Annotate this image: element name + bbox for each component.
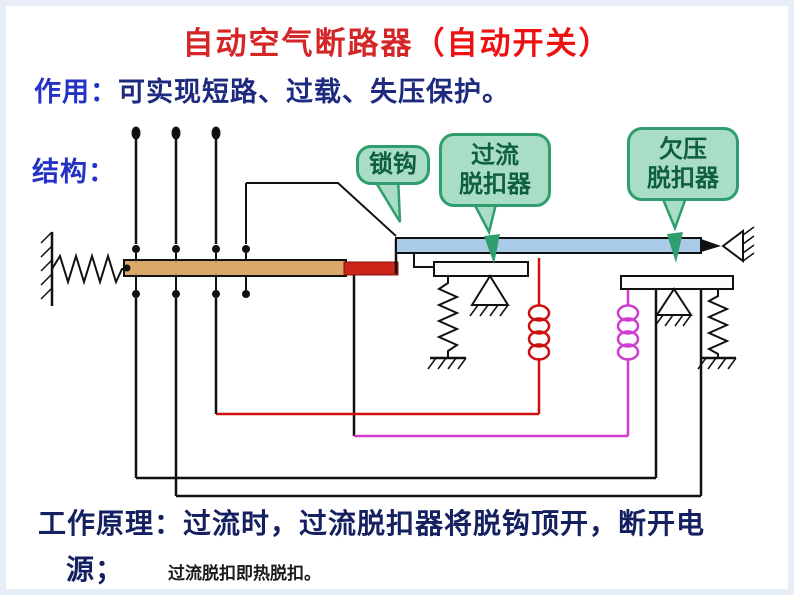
wiring-black: [136, 275, 703, 498]
overcurrent-label-line1: 过流: [471, 141, 519, 169]
trip-bar: [395, 237, 721, 268]
return-spring: [51, 252, 126, 286]
overcurrent-coil: [527, 304, 551, 361]
overcurrent-spring: [436, 276, 460, 357]
undervoltage-label-line1: 欠压: [659, 135, 707, 163]
structure-label: 结构：: [32, 157, 116, 187]
working-principle: 工作原理：过流时，过流脱扣器将脱钩顶开，断开电 源； 过流脱扣即热脱扣。: [38, 502, 778, 588]
principle-line1: 工作原理：过流时，过流脱扣器将脱钩顶开，断开电: [38, 508, 706, 539]
undervoltage-arrow-icon: [667, 232, 683, 263]
callout-undervoltage-release: 欠压 脱扣器: [627, 127, 739, 201]
title-main: 自动空气断路器: [182, 26, 414, 61]
overcurrent-label-line2: 脱扣器: [459, 171, 531, 198]
wiring-undervoltage-coil: [354, 290, 630, 438]
wiring-overcurrent-coil: [216, 258, 541, 416]
lock-hook-label: 锁钩: [369, 151, 417, 179]
left-wall: [40, 231, 54, 306]
principle-note: 过流脱扣即热脱扣。: [168, 564, 322, 583]
latch-linkage: [246, 182, 397, 237]
undervoltage-coil: [616, 304, 640, 361]
overcurrent-armature: [433, 261, 529, 277]
overcurrent-pivot: [469, 274, 510, 317]
ground-symbol-left: [427, 356, 467, 370]
callout-lock-hook: 锁钩: [356, 145, 430, 185]
callout-overcurrent-release: 过流 脱扣器: [439, 133, 551, 207]
principle-line2: 源；: [66, 554, 125, 585]
undervoltage-trip-device: [616, 275, 737, 370]
undervoltage-label-line2: 脱扣器: [647, 165, 719, 192]
title-paren: （自动开关）: [413, 26, 612, 61]
undervoltage-armature: [620, 275, 734, 290]
function-text: 可实现短路、过载、失压保护。: [118, 77, 510, 107]
function-label: 作用：: [34, 77, 118, 107]
right-pivot-support: [721, 226, 755, 263]
circuit-breaker-diagram: [40, 126, 755, 498]
phase-lines: [131, 126, 250, 496]
overcurrent-trip-device: [427, 261, 551, 370]
function-line: 作用：可实现短路、过载、失压保护。: [34, 70, 510, 109]
lock-hook-shape: [413, 253, 434, 268]
overcurrent-arrow-icon: [484, 234, 500, 264]
contact-bar: [123, 239, 399, 277]
page-title: 自动空气断路器（自动开关）: [6, 18, 788, 63]
ground-symbol-right: [697, 356, 737, 370]
callout-arrows: [484, 232, 683, 264]
undervoltage-spring: [706, 289, 730, 358]
undervoltage-pivot: [654, 287, 693, 327]
